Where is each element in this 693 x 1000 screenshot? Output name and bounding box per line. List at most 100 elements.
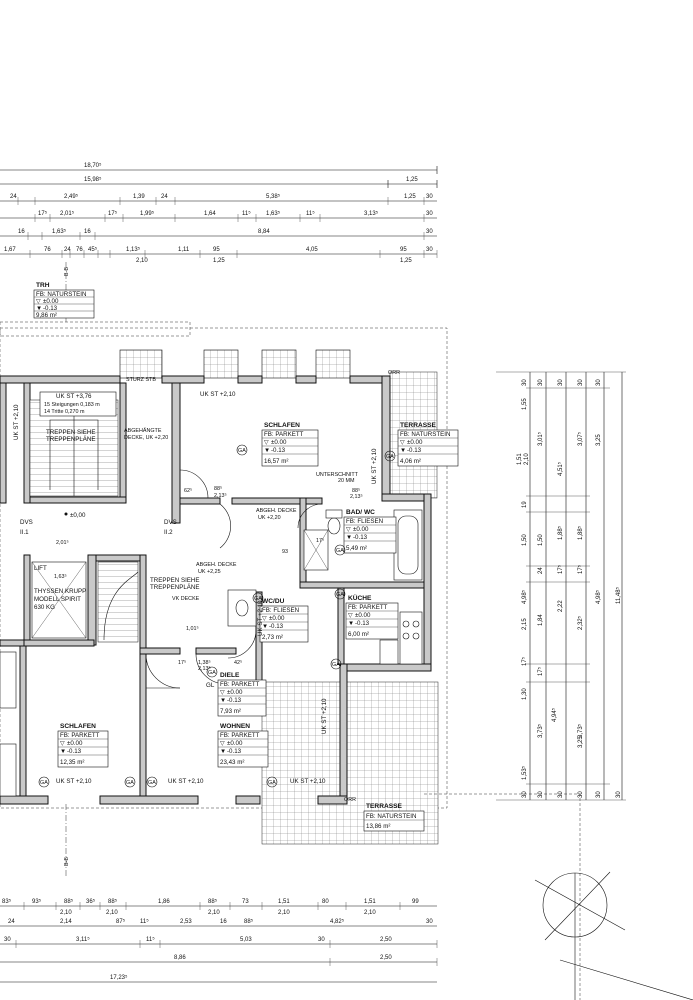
dim-top-4: 1,64 [204, 211, 216, 217]
dim-top-4: 1,63⁵ [266, 210, 281, 217]
dim-top-5: 30 [426, 229, 433, 235]
svg-text:17⁵: 17⁵ [521, 656, 528, 666]
dim-top-2a: 15,98⁵ [84, 176, 102, 183]
walls [0, 375, 432, 805]
svg-text:-0.13: -0.13 [271, 447, 286, 454]
svg-text:DVS: DVS [164, 519, 177, 526]
svg-text:UK ST +2,10: UK ST +2,10 [13, 404, 20, 440]
svg-text:GA: GA [336, 548, 344, 554]
svg-text:30: 30 [522, 379, 528, 386]
svg-text:2,13⁵: 2,13⁵ [350, 494, 363, 500]
svg-text:88⁵: 88⁵ [244, 918, 254, 925]
svg-text:11⁵: 11⁵ [140, 918, 149, 925]
room-terrasse-top: TERRASSE FB: NATURSTEIN ▽±0.00 ▼-0.13 4,… [397, 422, 459, 467]
svg-text:II.2: II.2 [164, 529, 173, 536]
svg-text:8,86: 8,86 [174, 955, 186, 961]
room-level-2: -0.13 [43, 305, 58, 312]
svg-text:GA: GA [208, 670, 216, 676]
svg-text:THYSSEN KRUPP: THYSSEN KRUPP [34, 588, 86, 595]
svg-text:24: 24 [8, 919, 15, 925]
svg-text:30: 30 [578, 791, 584, 798]
dim-top-6: 95 [213, 247, 220, 253]
svg-text:2,13⁵: 2,13⁵ [214, 493, 227, 499]
svg-text:11,48⁵: 11,48⁵ [615, 586, 622, 604]
svg-text:30: 30 [616, 791, 622, 798]
svg-text:88⁵: 88⁵ [352, 488, 360, 494]
svg-text:30: 30 [538, 379, 544, 386]
svg-text:2,15: 2,15 [522, 618, 528, 630]
svg-text:FB: PARKETT: FB: PARKETT [60, 732, 100, 739]
svg-text:2,50: 2,50 [380, 937, 392, 943]
svg-text:ABGEHÄNGTE: ABGEHÄNGTE [124, 427, 162, 434]
svg-text:11⁵: 11⁵ [146, 936, 155, 943]
svg-text:42⁵: 42⁵ [234, 660, 242, 666]
svg-text:2,10: 2,10 [278, 910, 290, 916]
svg-text:VK DECKE: VK DECKE [172, 596, 200, 602]
svg-text:88⁵: 88⁵ [214, 486, 222, 492]
svg-text:30: 30 [558, 379, 564, 386]
svg-text:UK ST +2,10: UK ST +2,10 [321, 698, 328, 734]
svg-text:30: 30 [596, 379, 602, 386]
svg-text:16: 16 [220, 919, 227, 925]
bathroom-fixtures [227, 509, 423, 627]
dim-top-3: 1,39 [133, 194, 145, 200]
svg-text:19: 19 [522, 501, 528, 508]
svg-text:1,51: 1,51 [364, 899, 376, 905]
dim-top-6: 45⁵ [88, 246, 98, 253]
svg-text:17,23⁵: 17,23⁵ [110, 974, 128, 981]
svg-text:TREPPEN SIEHE: TREPPEN SIEHE [46, 429, 96, 436]
svg-text:FB: NATURSTEIN: FB: NATURSTEIN [366, 813, 416, 820]
svg-text:630 KG: 630 KG [34, 604, 55, 611]
dim-top-4: 11⁵ [242, 210, 251, 217]
svg-text:3,11⁵: 3,11⁵ [76, 936, 90, 943]
svg-text:±0.00: ±0.00 [227, 740, 243, 747]
svg-text:±0.00: ±0.00 [353, 526, 369, 533]
svg-text:1,30: 1,30 [522, 688, 528, 700]
svg-text:UK +2,20: UK +2,20 [258, 515, 281, 521]
svg-text:93: 93 [282, 549, 288, 555]
svg-text:±0.00: ±0.00 [355, 612, 371, 619]
svg-text:FB: PARKETT: FB: PARKETT [220, 681, 260, 688]
dim-top-6: 4,05 [306, 247, 318, 253]
svg-text:TREPPENPLÄNE: TREPPENPLÄNE [46, 436, 96, 443]
room-bad-wc: BAD/ WC FB: FLIESEN ▽±0.00 ▼-0.13 5,49 m… [343, 509, 397, 554]
svg-text:2,32⁵: 2,32⁵ [577, 615, 584, 630]
svg-text:▽: ▽ [400, 439, 405, 446]
svg-text:ABGEH. DECKE: ABGEH. DECKE [196, 562, 237, 568]
svg-text:1,51: 1,51 [278, 899, 290, 905]
top-dimension-chains: 18,70⁵ 15,98⁵ 1,25 24 2,49⁵ 1,39 24 5,38… [0, 162, 438, 264]
svg-text:4,94⁵: 4,94⁵ [551, 707, 558, 722]
svg-text:±0.00: ±0.00 [227, 689, 243, 696]
svg-text:2,22: 2,22 [558, 600, 564, 612]
svg-text:87⁵: 87⁵ [116, 918, 126, 925]
dim-top-3: 2,49⁵ [64, 193, 79, 200]
svg-text:36⁵: 36⁵ [86, 898, 96, 905]
room-level-1: ±0.00 [43, 298, 59, 305]
facade-windows-top [119, 349, 351, 379]
svg-text:88⁵: 88⁵ [64, 898, 74, 905]
svg-text:17⁵: 17⁵ [537, 666, 544, 676]
svg-text:30: 30 [596, 791, 602, 798]
svg-text:UK ST +2,10: UK ST +2,10 [371, 448, 378, 484]
dim-top-4: 11⁵ [306, 210, 315, 217]
section-marker-bottom: B-B [64, 857, 70, 866]
dim-top-6: 95 [400, 247, 407, 253]
svg-text:UK ST +2,10: UK ST +2,10 [168, 778, 204, 785]
svg-text:62⁵: 62⁵ [184, 488, 192, 494]
svg-text:GA: GA [332, 662, 340, 668]
svg-text:WOHNEN: WOHNEN [220, 723, 250, 730]
svg-text:1,55: 1,55 [522, 398, 528, 410]
dim-top-3: 24 [10, 194, 17, 200]
kitchen-counter [379, 611, 423, 665]
svg-text:30: 30 [318, 937, 325, 943]
svg-text:FB: PARKETT: FB: PARKETT [348, 604, 388, 611]
svg-text:99: 99 [412, 899, 419, 905]
svg-text:GA: GA [148, 780, 156, 786]
svg-text:TERRASSE: TERRASSE [366, 803, 403, 810]
room-kueche: KÜCHE FB: PARKETT ▽±0.00 ▼-0.13 6,00 m² [345, 593, 399, 640]
svg-text:2,01⁵: 2,01⁵ [56, 540, 69, 546]
svg-text:FB: NATURSTEIN: FB: NATURSTEIN [400, 431, 450, 438]
svg-text:4,98⁵: 4,98⁵ [595, 589, 602, 604]
svg-text:UK +2,25: UK +2,25 [198, 569, 221, 575]
svg-text:WC/DU: WC/DU [262, 598, 285, 605]
